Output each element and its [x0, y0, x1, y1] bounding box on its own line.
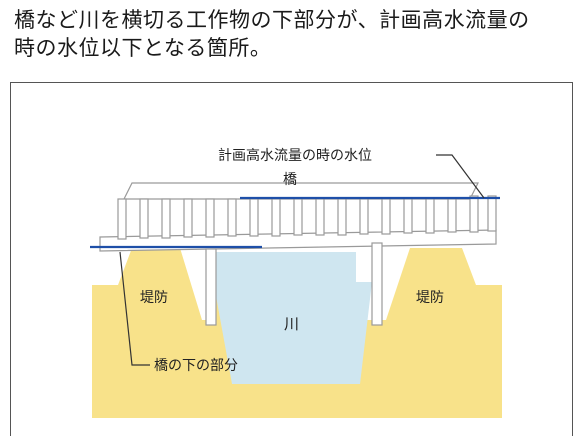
- water-level-label: 計画高水流量の時の水位: [218, 147, 372, 164]
- bridge-label: 橋: [283, 172, 297, 188]
- bridge-truss: [117, 195, 497, 240]
- left-embankment-label: 堤防: [140, 290, 168, 306]
- bridge-pier-right: [371, 242, 383, 326]
- bridge-top-deck: [123, 182, 479, 200]
- right-embankment-label: 堤防: [416, 290, 444, 306]
- bridge: [99, 182, 497, 326]
- diagram-frame: [10, 82, 573, 436]
- caption: 橋など川を横切る工作物の下部分が、計画高水流量の 時の水位以下となる箇所。: [14, 6, 574, 62]
- water-level-leader: [436, 154, 485, 199]
- river-label: 川: [284, 315, 299, 333]
- bridge-underside-label: 橋の下の部分: [154, 358, 238, 374]
- caption-line-2: 時の水位以下となる箇所。: [14, 36, 272, 60]
- bridge-pier-left: [205, 248, 217, 326]
- bridge-underside-leader: [119, 251, 150, 366]
- caption-line-1: 橋など川を横切る工作物の下部分が、計画高水流量の: [14, 8, 530, 32]
- river-water: [208, 252, 372, 384]
